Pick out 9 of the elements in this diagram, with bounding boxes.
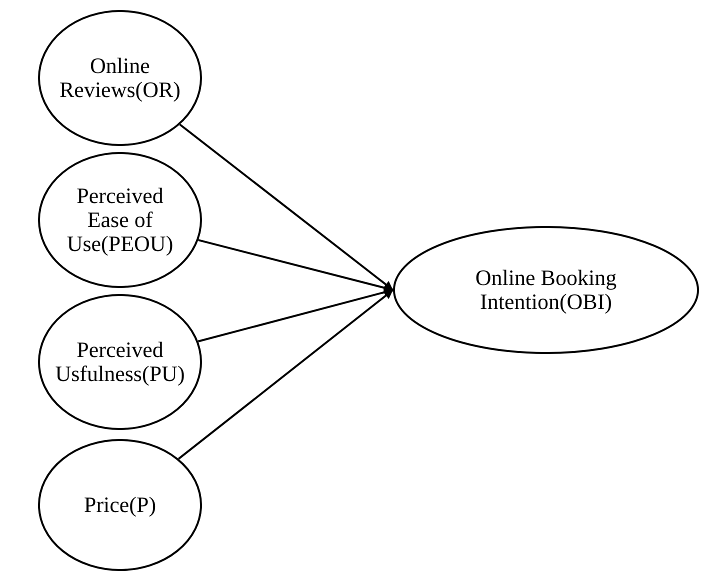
arrow <box>198 288 394 342</box>
node-label: Online Reviews(OR) <box>58 54 182 102</box>
arrow <box>178 289 394 460</box>
node-label: Online Booking Intention(OBI) <box>474 266 618 314</box>
arrow <box>198 239 394 292</box>
node-label: Perceived Ease of Use(PEOU) <box>66 184 174 256</box>
node-label: Price(P) <box>82 492 158 518</box>
node-label: Perceived Usfulness(PU) <box>54 338 186 386</box>
arrow <box>179 124 394 291</box>
